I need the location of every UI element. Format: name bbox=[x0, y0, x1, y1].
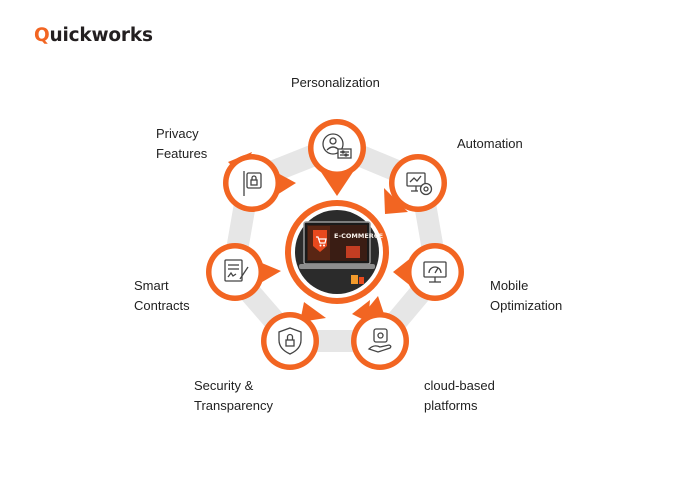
speedometer-monitor-icon bbox=[423, 261, 447, 283]
node-security-transparency bbox=[261, 302, 326, 370]
cart-badge bbox=[313, 230, 327, 252]
user-settings-icon bbox=[322, 133, 352, 159]
node-smart-contracts bbox=[206, 243, 281, 301]
label-personalization: Personalization bbox=[291, 75, 380, 90]
hand-gear-icon bbox=[367, 328, 392, 353]
label-privacy-features: Privacy Features bbox=[156, 126, 208, 161]
quickworks-logo: Quickworks bbox=[34, 25, 153, 46]
monitor-gear-icon bbox=[406, 172, 433, 196]
label-automation: Automation bbox=[457, 136, 523, 151]
label-cloud-based-platforms: cloud-based platforms bbox=[424, 378, 495, 413]
contract-signature-icon bbox=[224, 259, 249, 282]
node-personalization bbox=[308, 119, 366, 196]
center-banner-text: E-COMMERCE bbox=[334, 232, 383, 240]
label-smart-contracts: Smart Contracts bbox=[134, 278, 190, 313]
label-mobile-optimization: Mobile Optimization bbox=[490, 278, 563, 313]
shield-lock-icon bbox=[278, 327, 302, 355]
node-mobile-optimization bbox=[393, 243, 464, 301]
node-privacy-features bbox=[223, 152, 296, 212]
lock-sign-icon bbox=[243, 171, 262, 196]
node-cloud-based-platforms bbox=[351, 296, 409, 370]
laptop-ecommerce-image: E-COMMERCE bbox=[299, 221, 383, 284]
center-hub: E-COMMERCE bbox=[285, 200, 389, 304]
label-security-transparency: Security & Transparency bbox=[194, 378, 273, 413]
node-automation bbox=[384, 154, 447, 214]
